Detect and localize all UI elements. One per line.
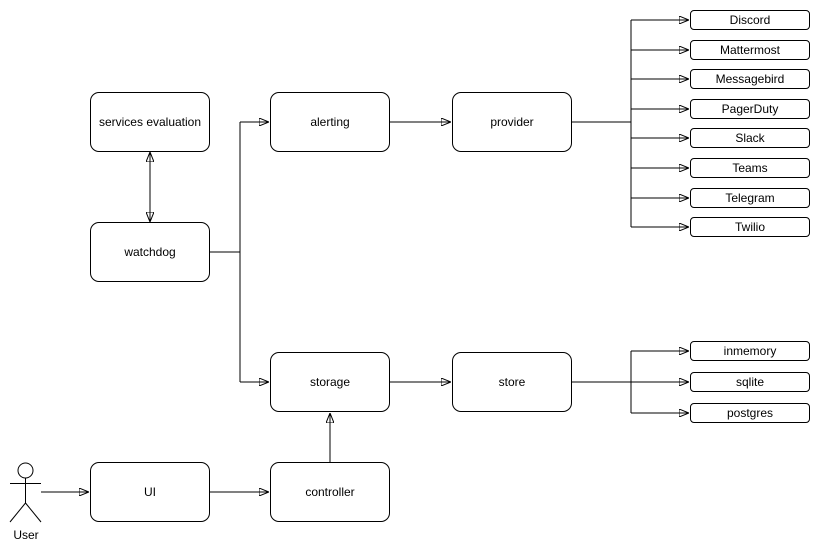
user-actor-label: User: [13, 528, 39, 542]
node-services-evaluation: services evaluation: [90, 92, 210, 152]
node-sqlite: sqlite: [690, 372, 810, 392]
node-store: store: [452, 352, 572, 412]
node-watchdog: watchdog: [90, 222, 210, 282]
node-slack: Slack: [690, 128, 810, 148]
node-teams: Teams: [690, 158, 810, 178]
node-provider: provider: [452, 92, 572, 152]
node-telegram: Telegram: [690, 188, 810, 208]
node-inmemory: inmemory: [690, 341, 810, 361]
node-ui: UI: [90, 462, 210, 522]
node-messagebird: Messagebird: [690, 69, 810, 89]
node-alerting: alerting: [270, 92, 390, 152]
node-storage: storage: [270, 352, 390, 412]
node-discord: Discord: [690, 10, 810, 30]
user-actor-icon: [9, 462, 42, 523]
node-pagerduty: PagerDuty: [690, 99, 810, 119]
node-twilio: Twilio: [690, 217, 810, 237]
node-postgres: postgres: [690, 403, 810, 423]
node-controller: controller: [270, 462, 390, 522]
node-mattermost: Mattermost: [690, 40, 810, 60]
